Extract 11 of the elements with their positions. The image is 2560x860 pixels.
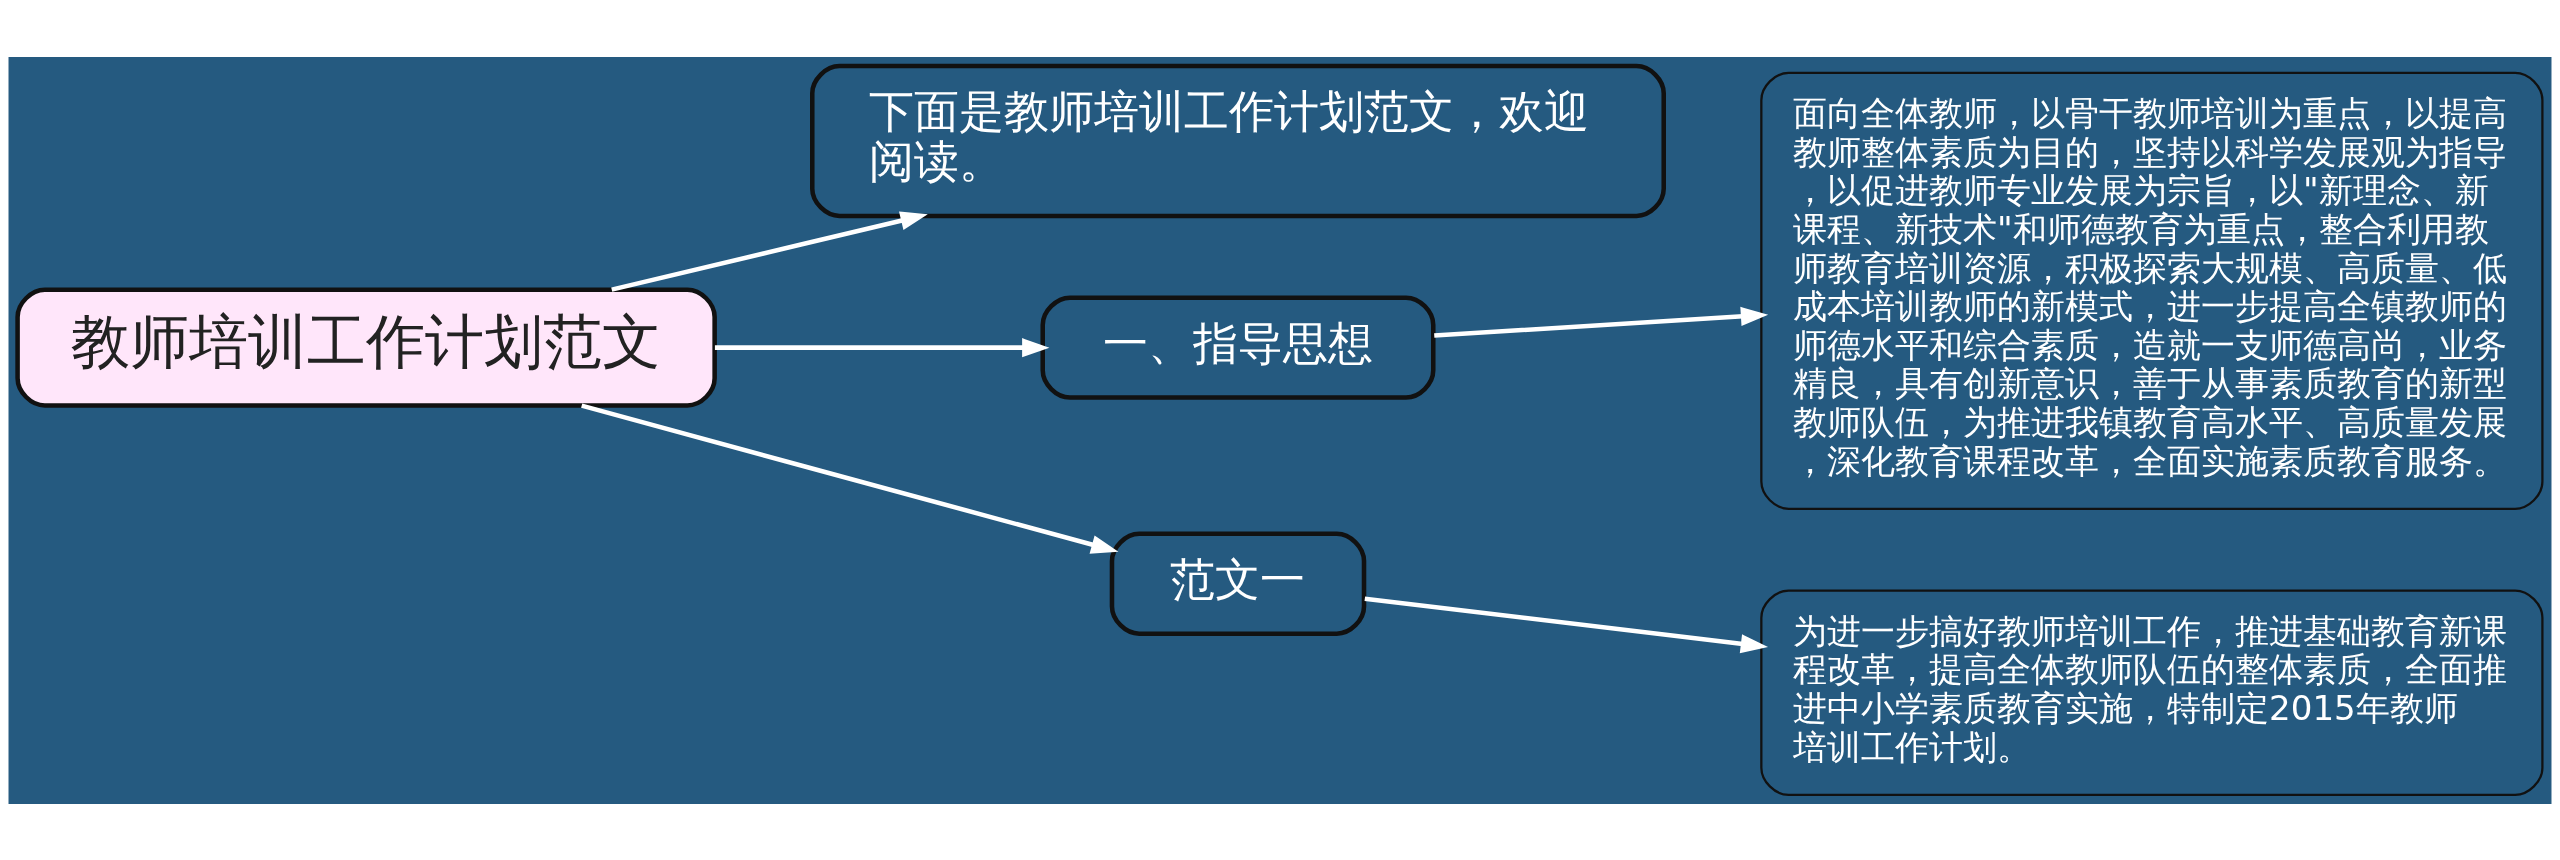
node-box: 为进一步搞好教师培训工作，推进基础教育新课程改革，提高全体教师队伍的整体素质，全面推进中小学素质教育实施，特制定2015年教师培训工作计划。: [1760, 588, 2544, 796]
node-box: 范文一: [1109, 531, 1367, 636]
arrow: [581, 403, 1119, 554]
node-box: 教师培训工作计划范文: [15, 286, 717, 408]
arrow: [714, 337, 1050, 357]
node-box: 下面是教师培训工作计划范文，欢迎阅读。: [810, 63, 1666, 218]
arrow: [611, 210, 928, 292]
arrow: [1434, 306, 1769, 338]
node-box: 一、指导思想: [1040, 294, 1436, 400]
arrow: [1364, 595, 1769, 653]
node-box: 面向全体教师，以骨干教师培训为重点，以提高教师整体素质为目的，坚持以科学发展观为指导，以促进教师专业发展为宗旨，以"新理念、新课程、新技术"和师德教育为重点，整合利用教师教育培训资源，积极探索大规模、高质量、低成本培训教师的新模式，进一步提高全镇教师的师德水平和综合素质，造就一支师德高尚，业务精良，具有创新意识，善于从事素质教育的新型教师队伍，为推进我镇教育高水平、高质量发展，深化教育课程改革，全面实施素质教育服务。: [1760, 71, 2544, 510]
